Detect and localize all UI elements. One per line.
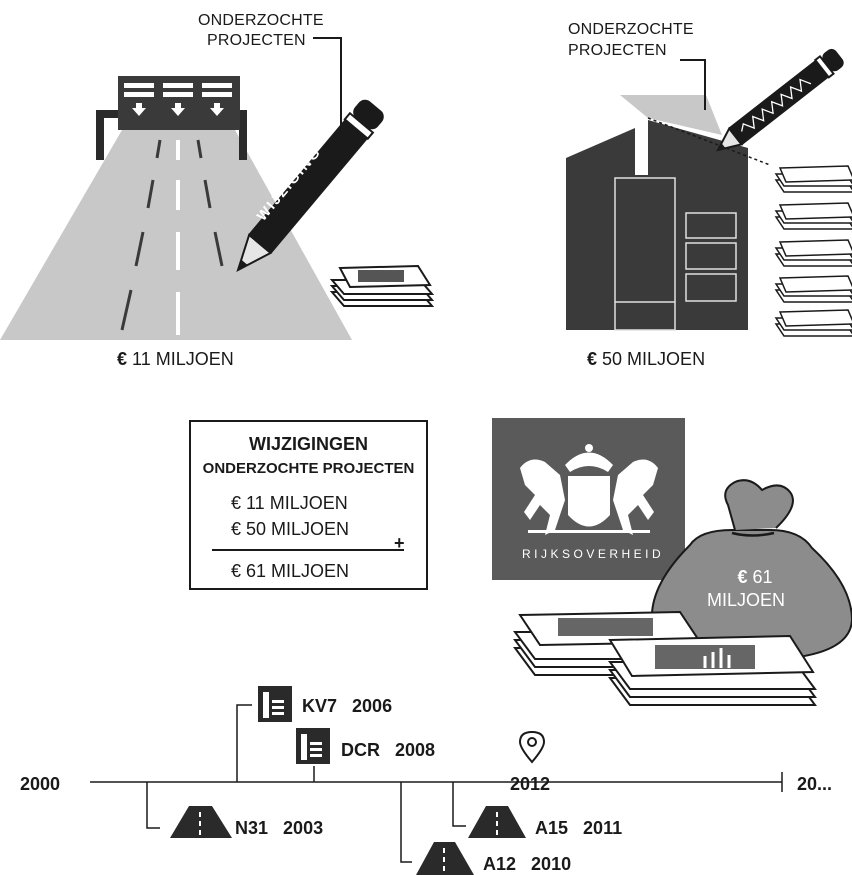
building-icon [258,686,292,722]
label-connector-left [313,37,342,148]
currency-symbol: € [117,349,128,369]
highway-illustration [0,76,352,340]
timeline-end: 20... [797,774,833,794]
pencil-icon-right [716,48,844,152]
rijksoverheid-logo [492,418,685,580]
summary-row-2: € 50 MILJOEN [231,519,350,539]
event-a15: A15 2011 [535,819,622,837]
timeline-marker-year: 2012 [510,774,551,794]
event-code: N31 [235,818,269,838]
event-kv7: KV7 2006 [302,697,392,715]
event-year: 2003 [283,818,324,838]
event-n31: N31 2003 [235,819,323,837]
label-projecten-left-2: PROJECTEN [207,32,306,49]
bag-unit: MILJOEN [707,590,786,610]
money-stack-icon [329,264,435,307]
event-code: DCR [341,740,380,760]
location-pin-icon [518,730,546,764]
pencil-icon [236,99,384,273]
event-dcr: DCR 2008 [341,741,435,759]
label-projecten-left-1: ONDERZOCHTE [198,12,324,29]
plus-sign: + [394,533,405,553]
money-stacks-right [774,165,852,337]
event-year: 2010 [531,854,572,874]
bag-amount: € 61 [720,568,790,586]
money-stack-large [513,610,817,706]
amount-left: € 11 MILJOEN [117,350,234,368]
event-year: 2008 [395,740,436,760]
label-projecten-right-2: PROJECTEN [568,42,667,59]
event-year: 2011 [583,818,623,838]
building-illustration [566,95,771,331]
summary-total: € 61 MILJOEN [231,561,350,581]
timeline [90,704,783,863]
road-icon-n31 [170,806,232,838]
amount-left-value: 11 MILJOEN [132,349,234,369]
rijksoverheid-label: RIJKSOVERHEID [522,547,665,561]
currency-symbol-right: € [587,349,598,369]
amount-right-value: 50 MILJOEN [602,349,706,369]
event-code: A12 [483,854,517,874]
event-code: A15 [535,818,569,838]
amount-right: € 50 MILJOEN [587,350,705,368]
label-connector-right [680,59,706,110]
summary-row-1: € 11 MILJOEN [231,493,348,513]
summary-title: WIJZIGINGEN [248,434,368,454]
bag-currency: € [737,567,748,587]
summary-subtitle: ONDERZOCHTE PROJECTEN [202,460,415,477]
timeline-start: 2000 [20,774,61,794]
event-code: KV7 [302,696,338,716]
event-a12: A12 2010 [483,855,571,873]
bag-amount-value: 61 [752,567,773,587]
building-icon-dcr [296,728,330,764]
road-icon-a12 [416,842,474,875]
event-year: 2006 [352,696,393,716]
label-projecten-right-1: ONDERZOCHTE [568,21,694,38]
summary-box: WIJZIGINGEN ONDERZOCHTE PROJECTEN € 11 M… [189,420,428,590]
road-icon-a15 [468,806,526,838]
